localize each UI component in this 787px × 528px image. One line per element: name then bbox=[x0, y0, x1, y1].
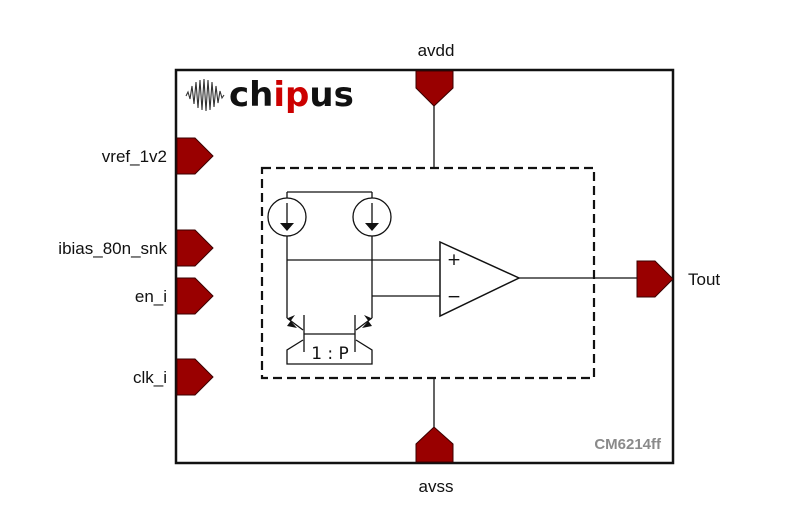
pin-avss[interactable] bbox=[415, 426, 454, 463]
pin-label-ibias-80n-snk: ibias_80n_snk bbox=[58, 239, 167, 258]
pin-ibias-80n-snk[interactable] bbox=[176, 229, 214, 267]
chip-outline bbox=[174, 68, 675, 465]
opamp-icon bbox=[439, 240, 521, 318]
pin-label-tout: Tout bbox=[688, 270, 720, 289]
part-number: CM6214ff bbox=[594, 436, 662, 453]
pin-clk-i[interactable] bbox=[176, 358, 214, 396]
pin-label-avdd: avdd bbox=[418, 41, 455, 60]
opamp-minus: − bbox=[447, 287, 461, 307]
sensor-core-box bbox=[260, 166, 596, 380]
pin-tout[interactable] bbox=[636, 260, 674, 298]
pin-label-avss: avss bbox=[419, 477, 454, 496]
opamp-plus: + bbox=[447, 250, 461, 270]
mirror-ratio: 1 : P bbox=[311, 344, 349, 364]
signal-wires bbox=[286, 236, 637, 318]
pin-avdd[interactable] bbox=[415, 70, 454, 107]
chipus-logo: chipus bbox=[229, 75, 354, 115]
bjt-pair bbox=[286, 315, 373, 365]
pin-label-clk-i: clk_i bbox=[133, 368, 167, 387]
pin-label-en-i: en_i bbox=[135, 287, 167, 306]
chipus-waveform-icon bbox=[185, 78, 225, 112]
pin-en-i[interactable] bbox=[176, 277, 214, 315]
pin-label-vref-1v2: vref_1v2 bbox=[102, 147, 167, 166]
pin-vref-1v2[interactable] bbox=[176, 137, 214, 175]
